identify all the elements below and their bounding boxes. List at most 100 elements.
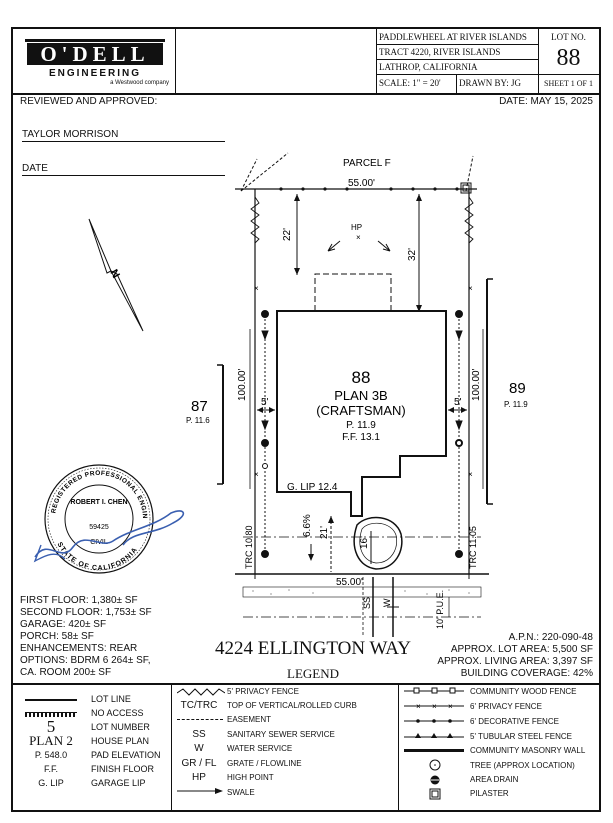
legend-privacy-fence: 5' PRIVACY FENCE	[227, 687, 299, 696]
tree-legend-icon	[429, 759, 441, 771]
top-width: 55.00'	[348, 178, 375, 189]
svg-text:×: ×	[468, 284, 473, 293]
legend-sym-grfl: GR / FL	[181, 758, 217, 769]
tubular-fence-symbol	[404, 733, 464, 738]
area-drain-icon	[430, 775, 440, 785]
rear-setback-right: 32'	[407, 248, 418, 261]
seal-outer-text: REGISTERED PROFESSIONAL ENGINEER	[13, 29, 148, 519]
legend-sym-w: W	[194, 743, 204, 754]
no-access-symbol	[25, 712, 77, 717]
privacy-fence-symbol	[177, 688, 225, 696]
front-setback: 21'	[319, 526, 330, 539]
legend-sym-plan: PLAN 2	[29, 733, 73, 748]
company-name: O'DELL	[40, 42, 150, 66]
project-line-1: PADDLEWHEEL AT RIVER ISLANDS	[379, 32, 527, 42]
pilaster-icon	[460, 182, 472, 194]
company-tag: a Westwood company	[110, 80, 169, 86]
trc-left: TRC 10.80	[244, 525, 254, 569]
slope: 6.6%	[302, 514, 313, 537]
depth-left: 100.00'	[237, 368, 248, 401]
garage-lip: G. LIP 12.4	[287, 482, 338, 493]
company-sub: ENGINEERING	[48, 68, 141, 79]
legend-col-1: LOT LINE NO ACCESS 5 LOT NUMBER PLAN 2 H…	[13, 685, 171, 812]
legend-col-3: COMMUNITY WOOD FENCE ××× 6' PRIVACY FENC…	[400, 685, 599, 812]
engineer-seal: REGISTERED PROFESSIONAL ENGINEER STATE O…	[13, 29, 185, 574]
legend-easement: EASEMENT	[227, 715, 272, 724]
scale: SCALE: 1" = 20'	[379, 78, 441, 88]
pue: 10' P.U.E.	[435, 590, 445, 629]
legend-panel: LOT LINE NO ACCESS 5 LOT NUMBER PLAN 2 H…	[13, 683, 599, 812]
lot-label: LOT NO.	[551, 32, 586, 42]
side-setback-left: 5'	[261, 397, 269, 408]
legend-water: WATER SERVICE	[227, 744, 293, 753]
legend-sym-tc: TC/TRC	[180, 700, 218, 711]
enhancements: ENHANCEMENTS: REAR	[20, 643, 138, 654]
seal-number: 59425	[89, 524, 109, 531]
side-swales	[261, 310, 463, 559]
neighbor-right-pad: P. 11.9	[504, 400, 528, 409]
tree-icon	[353, 516, 403, 570]
svg-text:×: ×	[254, 470, 259, 479]
plot-plan-sheet: O'DELL ENGINEERING a Westwood company PA…	[11, 27, 601, 812]
garage-area: GARAGE: 420± SF	[20, 619, 107, 630]
builder-signature-line	[22, 129, 225, 142]
first-floor-area: FIRST FLOOR: 1,380± SF	[20, 595, 138, 606]
second-floor-area: SECOND FLOOR: 1,753± SF	[20, 607, 152, 618]
svg-text:×: ×	[356, 233, 361, 242]
legend-privacy-fence-6: 6' PRIVACY FENCE	[470, 702, 542, 711]
svg-text:×: ×	[254, 284, 259, 293]
legend-masonry-wall: COMMUNITY MASONRY WALL	[470, 746, 586, 755]
legend-curb: TOP OF VERTICAL/ROLLED CURB	[227, 701, 357, 710]
pilaster-legend-icon	[429, 788, 441, 800]
trc-right: TRC 11.05	[468, 526, 478, 569]
parcel-label: PARCEL F	[343, 158, 391, 169]
decorative-fence-symbol	[404, 719, 464, 723]
legend-pad-elevation: PAD ELEVATION	[91, 750, 161, 760]
legend-lot-number: LOT NUMBER	[91, 722, 150, 732]
building-coverage: BUILDING COVERAGE: 42%	[460, 668, 593, 679]
neighbor-left-pad: P. 11.6	[186, 416, 210, 425]
house-lot-number: 88	[352, 368, 371, 387]
project-line-2: TRACT 4220, RIVER ISLANDS	[379, 47, 501, 57]
plot-date: DATE: MAY 15, 2025	[499, 96, 593, 107]
house-plan-name: PLAN 3B	[334, 388, 387, 403]
drawn-by: DRAWN BY: JG	[459, 78, 521, 88]
legend-lot-line: LOT LINE	[91, 694, 131, 704]
title-block: O'DELL ENGINEERING a Westwood company PA…	[13, 29, 599, 95]
legend-swale: SWALE	[227, 788, 255, 797]
date-signature-line	[22, 163, 225, 176]
engineer-signature-icon	[34, 510, 185, 558]
side-setback-right: 5'	[454, 397, 462, 408]
legend-wood-fence: COMMUNITY WOOD FENCE	[470, 687, 577, 696]
legend-col-2: 5' PRIVACY FENCE TC/TRC TOP OF VERTICAL/…	[173, 685, 398, 812]
svg-text:×: ×	[432, 702, 437, 711]
living-area: APPROX. LIVING AREA: 3,397 SF	[437, 656, 593, 667]
legend-title: LEGEND	[287, 666, 339, 681]
plot-plan-drawing: N PARCEL F 55.00' ×× ×× 22'	[13, 29, 528, 637]
legend-finish-floor: FINISH FLOOR	[91, 764, 155, 774]
apn: A.P.N.: 220-090-48	[508, 632, 593, 643]
svg-text:×: ×	[448, 702, 453, 711]
house-style: (CRAFTSMAN)	[316, 403, 406, 418]
house-pad: P. 11.9	[346, 420, 376, 431]
rear-setback-left: 22'	[282, 228, 293, 241]
builder-name: TAYLOR MORRISON	[22, 129, 119, 140]
logo-bar-top	[25, 39, 165, 42]
lot-area: APPROX. LOT AREA: 5,500 SF	[450, 644, 593, 655]
legend-tree: TREE (APPROX LOCATION)	[470, 761, 575, 770]
project-line-3: LATHROP, CALIFORNIA	[379, 62, 478, 72]
hp-label: HP	[351, 223, 362, 232]
swale-arrow-icon	[177, 788, 223, 794]
legend-area-drain: AREA DRAIN	[470, 775, 519, 784]
logo-box	[27, 43, 163, 65]
legend-pilaster: PILASTER	[470, 789, 509, 798]
legend-garage-lip: GARAGE LIP	[91, 778, 146, 788]
sheet-number: SHEET 1 OF 1	[544, 79, 593, 88]
legend-sym-ff: F.F.	[43, 764, 58, 774]
legend-high-point: HIGH POINT	[227, 773, 274, 782]
legend-tubular-fence: 5' TUBULAR STEEL FENCE	[470, 732, 572, 741]
legend-no-access: NO ACCESS	[91, 708, 144, 718]
options-2: CA. ROOM 200± SF	[20, 667, 112, 678]
legend-sym-glip: G. LIP	[38, 778, 64, 788]
lot-line-symbol	[25, 699, 77, 701]
